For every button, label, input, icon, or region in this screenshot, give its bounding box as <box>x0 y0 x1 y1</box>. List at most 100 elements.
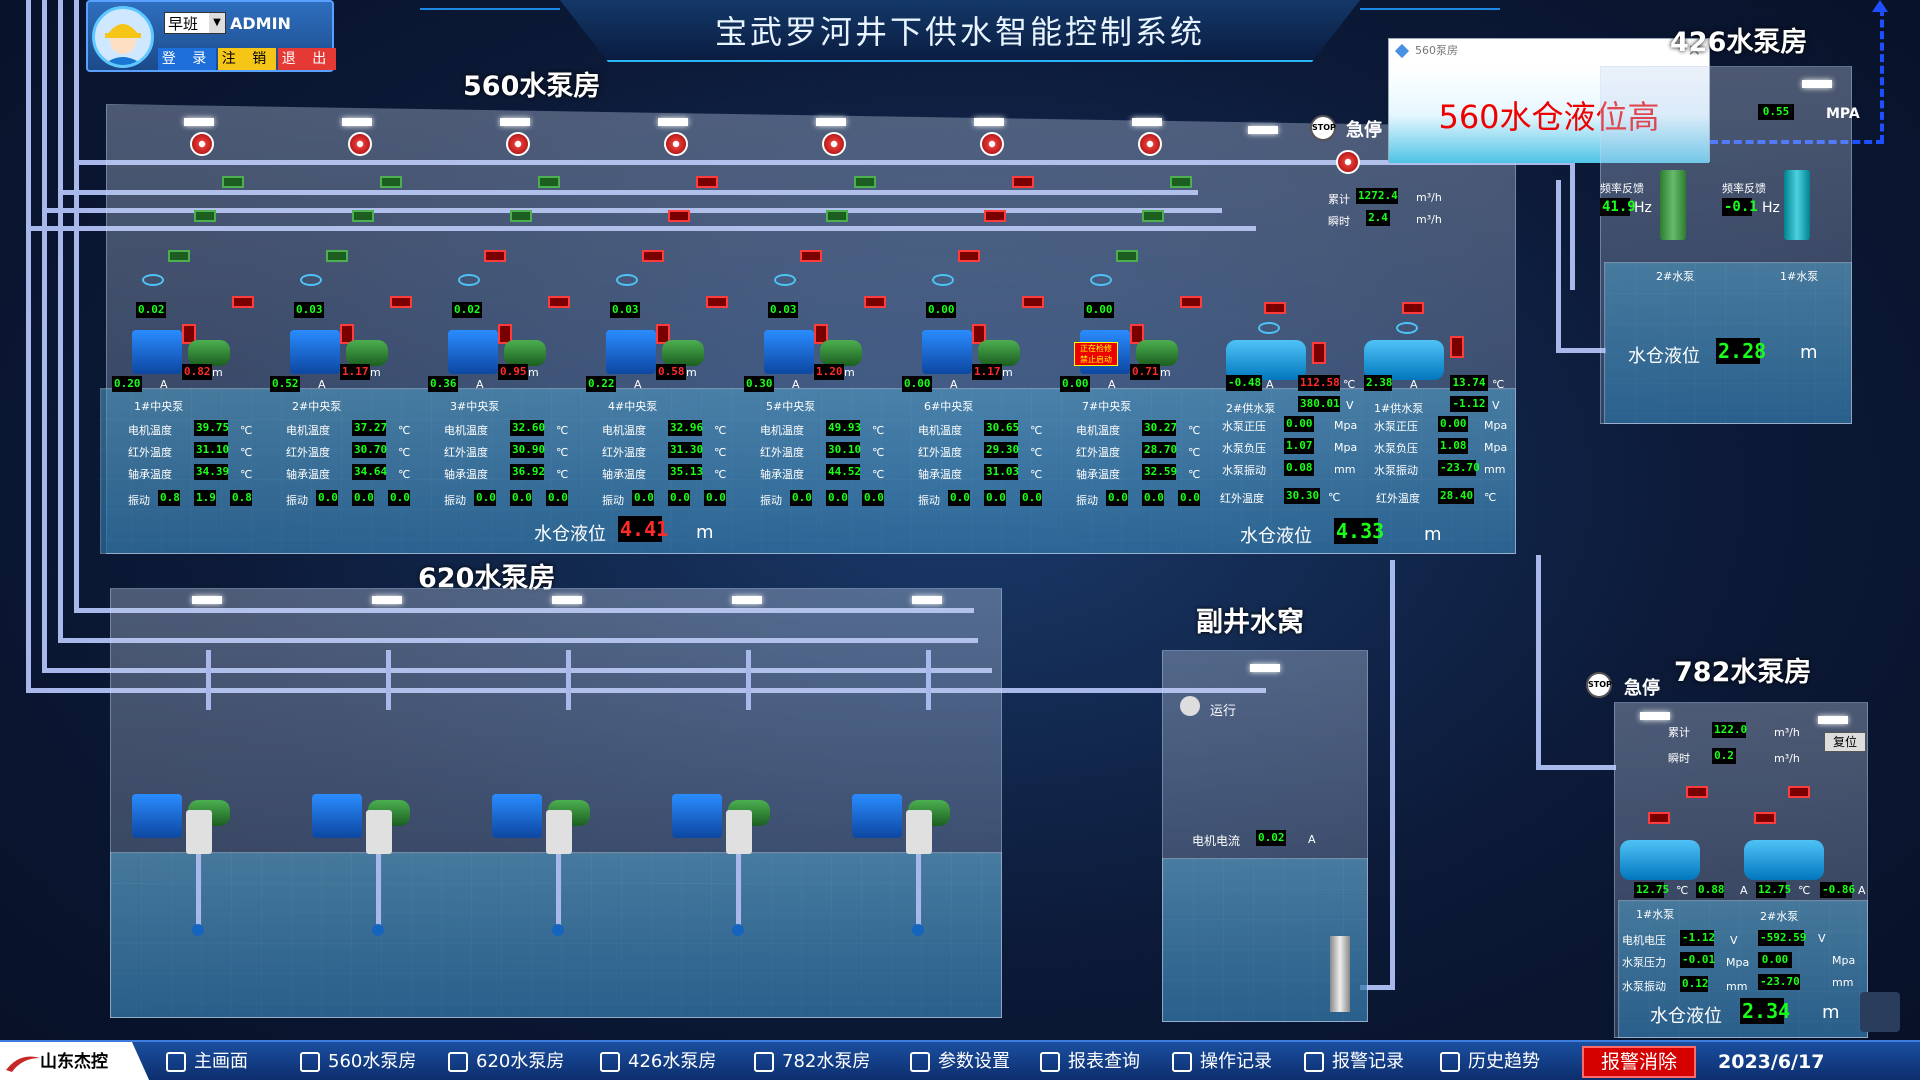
estop-icon[interactable]: STOP <box>1310 115 1336 141</box>
nav-560[interactable]: 560水泵房 <box>300 1042 416 1080</box>
valve-icon[interactable] <box>1170 176 1192 188</box>
valve-icon[interactable] <box>706 296 728 308</box>
valve-icon[interactable] <box>1180 296 1202 308</box>
valve-icon[interactable] <box>854 176 876 188</box>
pump-motor[interactable] <box>132 794 182 838</box>
supply-pump-2[interactable] <box>1226 340 1306 380</box>
nav-main[interactable]: 主画面 <box>166 1042 248 1080</box>
r426-pump-2[interactable] <box>1660 170 1686 240</box>
alarm-clear-button[interactable]: 报警消除 <box>1582 1046 1696 1078</box>
nav-reports[interactable]: 报表查询 <box>1040 1042 1140 1080</box>
r782-pump-1[interactable] <box>1620 840 1700 880</box>
pump-motor[interactable] <box>764 330 814 374</box>
valve-icon[interactable] <box>510 210 532 222</box>
nav-alarm-log[interactable]: 报警记录 <box>1304 1042 1404 1080</box>
pump-flow: 0.03 <box>768 302 798 318</box>
pump-status-icon[interactable] <box>190 132 214 156</box>
pump-motor[interactable] <box>672 794 722 838</box>
pump-body[interactable] <box>662 340 704 366</box>
room-560-title: 560水泵房 <box>463 71 601 102</box>
pump-flow: 0.00 <box>926 302 956 318</box>
nav-782[interactable]: 782水泵房 <box>754 1042 870 1080</box>
pump-body[interactable] <box>346 340 388 366</box>
pump-flow: 0.03 <box>610 302 640 318</box>
tank-level-label: 水仓液位 <box>534 524 606 545</box>
r782-total: 122.0 <box>1712 722 1748 738</box>
valve-icon[interactable] <box>326 250 348 262</box>
pump-status-icon[interactable] <box>1138 132 1162 156</box>
valve-icon[interactable] <box>222 176 244 188</box>
valve-icon[interactable] <box>864 296 886 308</box>
exit-button[interactable]: 退 出 <box>278 48 336 70</box>
pump-motor[interactable] <box>852 794 902 838</box>
valve-icon[interactable] <box>1012 176 1034 188</box>
valve-icon[interactable] <box>642 250 664 262</box>
valve-icon[interactable] <box>194 210 216 222</box>
lamp-icon <box>552 596 582 604</box>
pump-status-icon[interactable] <box>348 132 372 156</box>
chevron-down-icon[interactable]: ▼ <box>209 13 225 33</box>
pump-vibration: 0.0 <box>1106 490 1128 506</box>
pump-motor[interactable] <box>312 794 362 838</box>
nav-settings[interactable]: 参数设置 <box>910 1042 1010 1080</box>
pump-status-icon[interactable] <box>822 132 846 156</box>
pump-status-icon[interactable] <box>664 132 688 156</box>
logout-button[interactable]: 注 销 <box>218 48 276 70</box>
r782-pump-2[interactable] <box>1744 840 1824 880</box>
pump-motor[interactable] <box>492 794 542 838</box>
worker-avatar-icon <box>92 6 154 68</box>
valve-icon[interactable] <box>826 210 848 222</box>
supply-pump-1[interactable] <box>1364 340 1444 380</box>
estop-icon[interactable]: STOP <box>1586 672 1612 698</box>
valve-icon[interactable] <box>548 296 570 308</box>
valve-icon[interactable] <box>668 210 690 222</box>
valve-icon[interactable] <box>168 250 190 262</box>
valve-icon[interactable] <box>232 296 254 308</box>
pump-body[interactable] <box>820 340 862 366</box>
nav-operation-log[interactable]: 操作记录 <box>1172 1042 1272 1080</box>
pump-motor[interactable] <box>448 330 498 374</box>
valve-icon[interactable] <box>958 250 980 262</box>
r426-pump-1[interactable] <box>1784 170 1810 240</box>
pump-motor[interactable] <box>290 330 340 374</box>
pump-motor-temp: 30.65 <box>984 420 1020 436</box>
strainer-icon <box>372 924 384 936</box>
valve-icon[interactable] <box>1116 250 1138 262</box>
aux-current-unit: A <box>1308 833 1316 846</box>
chat-icon[interactable] <box>1860 992 1900 1032</box>
unit-celsius: ℃ <box>1188 468 1201 481</box>
unit-celsius: ℃ <box>240 424 253 437</box>
nav-426[interactable]: 426水泵房 <box>600 1042 716 1080</box>
pump-body[interactable] <box>188 340 230 366</box>
valve-icon[interactable] <box>484 250 506 262</box>
unit-v: V <box>1346 399 1354 412</box>
valve-icon[interactable] <box>984 210 1006 222</box>
valve-icon[interactable] <box>352 210 374 222</box>
nav-history-trend[interactable]: 历史趋势 <box>1440 1042 1540 1080</box>
submersible-pump[interactable] <box>1330 936 1350 1012</box>
pump-body[interactable] <box>978 340 1020 366</box>
pump-body[interactable] <box>504 340 546 366</box>
valve-icon[interactable] <box>390 296 412 308</box>
alarm-popup[interactable]: 560泵房 ✕ 560水仓液位高 <box>1388 38 1710 163</box>
pump-motor[interactable] <box>606 330 656 374</box>
pump-status-icon[interactable] <box>506 132 530 156</box>
reset-button[interactable]: 复位 <box>1824 732 1866 752</box>
valve-icon[interactable] <box>1142 210 1164 222</box>
sp1-name: 1#供水泵 <box>1374 402 1424 415</box>
login-button[interactable]: 登 录 <box>158 48 216 70</box>
valve-icon[interactable] <box>696 176 718 188</box>
r426-level-unit: m <box>1800 342 1818 363</box>
pump-status-icon[interactable] <box>980 132 1004 156</box>
valve-icon[interactable] <box>800 250 822 262</box>
nav-620[interactable]: 620水泵房 <box>448 1042 564 1080</box>
close-icon[interactable]: ✕ <box>1687 41 1701 60</box>
pump-body[interactable] <box>1136 340 1178 366</box>
pump-motor[interactable] <box>132 330 182 374</box>
valve-icon[interactable] <box>380 176 402 188</box>
valve-icon[interactable] <box>1022 296 1044 308</box>
shift-select[interactable]: 早班 ▼ <box>164 12 226 34</box>
pipe <box>26 226 1256 231</box>
pump-motor[interactable] <box>922 330 972 374</box>
valve-icon[interactable] <box>538 176 560 188</box>
